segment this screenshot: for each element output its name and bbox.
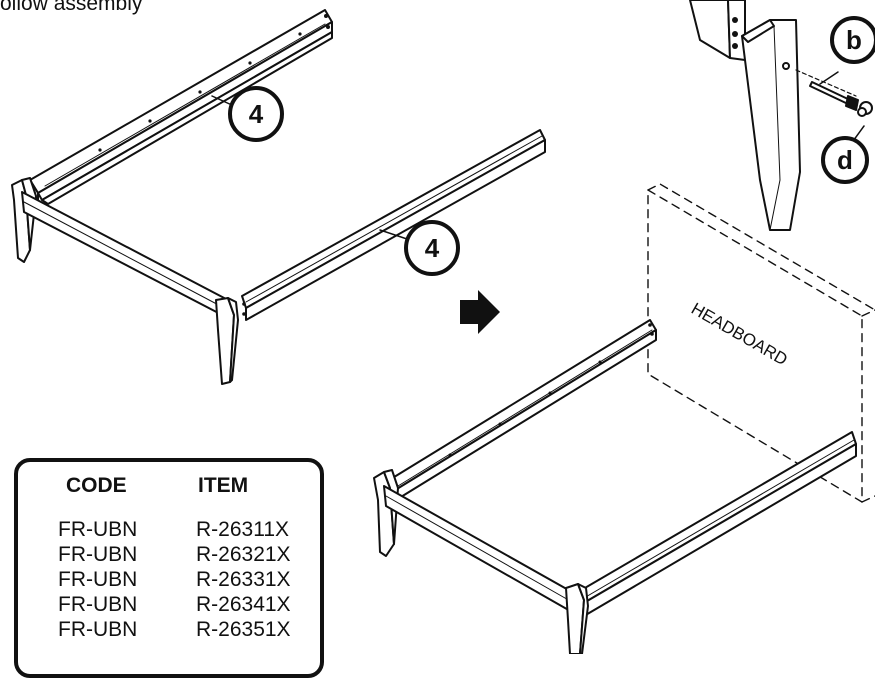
headboard-post-detail	[689, 0, 875, 231]
table-row: FR-UBN R-26341X	[58, 592, 291, 617]
item-cell: R-26311X	[196, 518, 290, 541]
table-row: FR-UBN R-26351X	[58, 617, 291, 642]
right-bed-frame	[373, 319, 857, 654]
callout-cap	[821, 136, 869, 184]
far-side-rail	[385, 319, 657, 493]
headboard-post	[741, 19, 801, 231]
callout-cap-label: d	[837, 145, 853, 175]
item-cell: R-26331X	[196, 568, 291, 591]
left-bed-frame	[11, 9, 546, 385]
callout-upper-rail-label: 4	[249, 99, 264, 129]
assembly-diagram: 4 4 b d HEADBOARD	[11, 0, 875, 654]
item-cell: R-26341X	[196, 593, 291, 616]
code-cell: FR-UBN	[58, 518, 138, 541]
step-arrow	[460, 290, 500, 334]
callout-bolt	[830, 16, 875, 64]
callout-upper-rail	[211, 86, 284, 142]
instruction-text: ollow assembly	[0, 0, 143, 15]
code-cell: FR-UBN	[58, 543, 138, 566]
table-row: FR-UBN R-26321X	[58, 542, 291, 567]
headboard-label: HEADBOARD	[688, 299, 791, 369]
headboard-outline	[647, 183, 875, 503]
table-row: FR-UBN R-26331X	[58, 567, 291, 592]
near-side-rail	[577, 431, 857, 605]
code-cell: FR-UBN	[58, 618, 138, 641]
table-row: FR-UBN R-26311X	[58, 517, 291, 542]
upper-side-rail	[29, 9, 333, 194]
callout-lower-rail-label: 4	[425, 233, 440, 263]
parts-code-table: CODE ITEM FR-UBN R-26311X FR-UBN R-26321…	[14, 458, 324, 678]
code-cell: FR-UBN	[58, 593, 138, 616]
item-cell: R-26351X	[196, 618, 291, 641]
code-cell: FR-UBN	[58, 568, 138, 591]
table-header-code: CODE	[66, 474, 127, 497]
item-cell: R-26321X	[196, 543, 291, 566]
callout-lower-rail	[379, 220, 460, 276]
table-header-item: ITEM	[198, 474, 249, 497]
callout-bolt-label: b	[846, 25, 862, 55]
